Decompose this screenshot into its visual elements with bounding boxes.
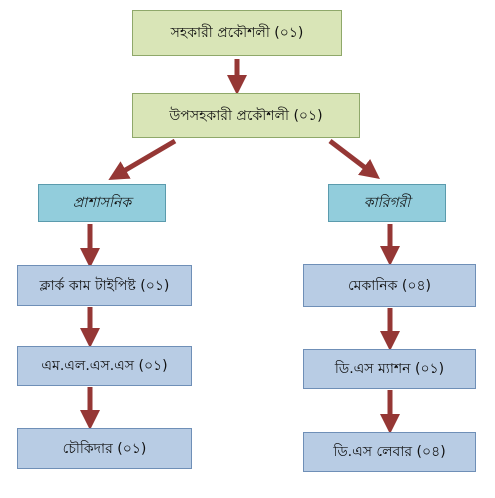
node-second: উপসহকারী প্রকৌশলী (০১) [132,93,360,138]
left-branch-header-label: প্রাশাসনিক [72,195,132,211]
arrow-second-to-right-branch [328,139,380,180]
arrow-second-to-left-branch [108,138,177,181]
node-left-item: এম.এল.এস.এস (০১) [17,346,192,386]
right-branch-header-label: কারিগরী [363,195,411,211]
node-left-item: ক্লার্ক কাম টাইপিষ্ট (০১) [17,265,192,306]
right-item-label: ডি.এস লেবার (০৪) [333,444,446,460]
right-item-label: ডি.এস ম্যাশন (০১) [334,361,445,377]
right-item-label: মেকানিক (০৪) [347,277,432,294]
node-top: সহকারী প্রকৌশলী (০১) [132,10,342,56]
node-right-item: ডি.এস ম্যাশন (০১) [303,349,476,389]
node-right-branch-header: কারিগরী [328,184,446,222]
node-right-item: ডি.এস লেবার (০৪) [303,432,476,472]
node-left-item: চৌকিদার (০১) [17,428,192,469]
left-item-label: এম.এল.এস.এস (০১) [41,358,168,374]
left-item-label: চৌকিদার (০১) [62,440,147,457]
node-top-label: সহকারী প্রকৌশলী (০১) [170,25,304,41]
node-right-item: মেকানিক (০৪) [303,264,476,307]
left-item-label: ক্লার্ক কাম টাইপিষ্ট (০১) [39,277,170,294]
node-left-branch-header: প্রাশাসনিক [38,184,166,222]
node-second-label: উপসহকারী প্রকৌশলী (০১) [169,107,323,124]
